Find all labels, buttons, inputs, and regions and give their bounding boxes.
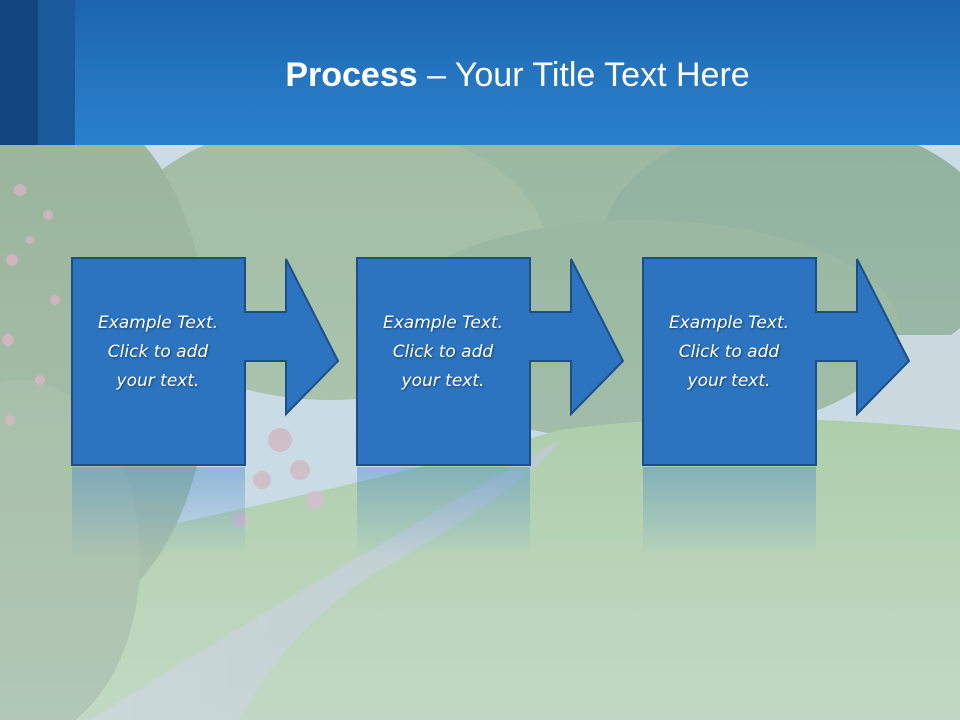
title-bar-stripe	[0, 0, 38, 145]
title-bar: Process – Your Title Text Here	[0, 0, 960, 145]
right-arrow-icon	[71, 257, 340, 466]
step-reflection	[643, 467, 816, 557]
step-reflection	[72, 467, 245, 557]
title-rest-text: – Your Title Text Here	[417, 56, 750, 94]
slide-title[interactable]: Process – Your Title Text Here	[75, 54, 960, 96]
process-step-3[interactable]: Example Text. Click to add your text.	[642, 257, 932, 557]
right-arrow-icon	[642, 257, 911, 466]
step-text[interactable]: Example Text. Click to add your text.	[668, 313, 790, 391]
step-reflection	[357, 467, 530, 557]
step-text[interactable]: Example Text. Click to add your text.	[97, 313, 219, 391]
process-step-2[interactable]: Example Text. Click to add your text.	[356, 257, 646, 557]
title-bold-text: Process	[285, 56, 418, 94]
right-arrow-icon	[356, 257, 625, 466]
title-bar-stripe	[38, 0, 75, 145]
process-step-1[interactable]: Example Text. Click to add your text.	[71, 257, 361, 557]
step-text[interactable]: Example Text. Click to add your text.	[382, 313, 504, 391]
